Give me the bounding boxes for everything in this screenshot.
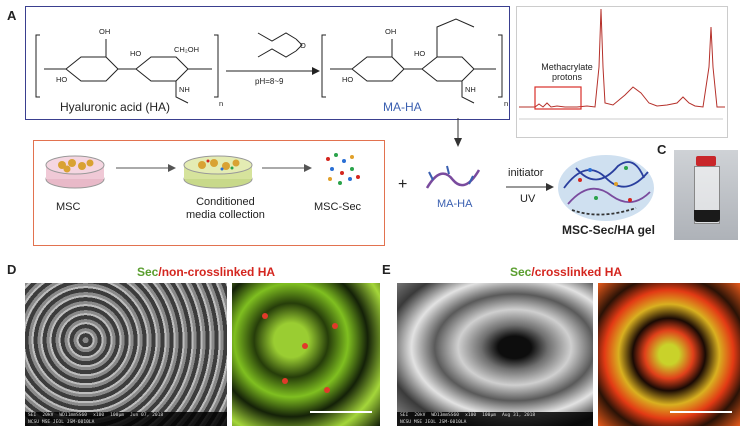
nmr-spectrum-panel: Methacrylate protons	[516, 6, 728, 138]
conditioned-line1: Conditioned	[196, 196, 255, 208]
nmr-annotation-line2: protons	[551, 72, 583, 82]
sem-e-date: Aug 31, 2018	[501, 413, 536, 418]
ring-label-nh: NH	[179, 85, 190, 94]
sem-image-noncrosslinked: SEI 20kV WD11mmSS60 x100 100µm Jun 07, 2018 N…	[25, 283, 227, 426]
fluorescence-image-crosslinked	[598, 283, 740, 426]
panel-label-d: D	[7, 262, 17, 277]
initiator-arrow	[506, 183, 554, 191]
sem-d-kv: 20kV	[42, 413, 54, 418]
nmr-annotation-line1: Methacrylate	[541, 62, 593, 72]
maha-subscript-n: n	[504, 99, 509, 108]
panel-label-e: E	[382, 262, 391, 277]
ma-ha-chain-label: MA-HA	[437, 198, 473, 210]
scale-bar-e	[670, 411, 732, 413]
ha-label: Hyaluronic acid (HA)	[60, 100, 171, 114]
uv-label: UV	[520, 193, 536, 205]
ring-label-ho-2: HO	[130, 49, 142, 58]
sem-d-wd: WD11mmSS60	[59, 413, 88, 418]
ha-structure-drawing	[35, 18, 503, 104]
sem-e-mode: SEI	[400, 413, 409, 418]
panel-d-title-green: Sec	[137, 265, 159, 279]
sem-e-instrument: NCSU MSE JEOL JSM-6010LA	[400, 420, 467, 425]
petri-dish-msc	[45, 155, 105, 189]
panel-e-title: Sec/crosslinked HA	[510, 265, 622, 279]
nmr-annotation: Methacrylate protons	[537, 62, 597, 82]
fluorescence-image-noncrosslinked	[232, 283, 380, 426]
msc-workflow-box: MSC Conditioned media collection MSC-Sec	[33, 140, 385, 246]
sem-e-mag: x100	[465, 413, 477, 418]
panel-e-title-red: /crosslinked HA	[531, 265, 623, 279]
panel-d-title-red: /non-crosslinked HA	[158, 265, 276, 279]
ring-label-ho-3: HO	[342, 75, 354, 84]
gel-vial-photo	[674, 150, 738, 240]
msc-sec-label: MSC-Sec	[314, 201, 362, 213]
ring-label-oh-top-2: OH	[385, 27, 397, 36]
petri-dish-conditioned	[183, 155, 253, 189]
msc-label: MSC	[56, 201, 81, 213]
sem-d-mode: SEI	[28, 413, 37, 418]
panel-e-title-green: Sec	[510, 265, 532, 279]
maha-label: MA-HA	[383, 100, 422, 114]
sem-e-kv: 20kV	[414, 413, 426, 418]
ring-label-oh-top: OH	[99, 27, 111, 36]
scale-bar-d	[310, 411, 372, 413]
nmr-spectrum	[519, 8, 725, 120]
plus-sign: +	[398, 176, 408, 193]
ring-label-ho-4: HO	[414, 49, 426, 58]
gel-network	[558, 155, 654, 221]
ph-condition: pH=8~9	[255, 77, 284, 86]
reaction-scheme-box: OH HO HO CH₂OH NH OH HO HO NH O n n pH=8…	[25, 6, 510, 120]
sem-e-scale: 100µm	[482, 413, 496, 418]
workflow-arrow-1	[116, 164, 176, 172]
sem-e-wd: WD13mmSS60	[431, 413, 460, 418]
ring-label-ch2oh: CH₂OH	[174, 45, 199, 54]
initiator-label: initiator	[508, 167, 544, 179]
sem-footer-d: SEI 20kV WD11mmSS60 x100 100µm Jun 07, 2018 N…	[25, 412, 227, 426]
ha-subscript-n: n	[219, 99, 224, 108]
sem-footer-e: SEI 20kV WD13mmSS60 x100 100µm Aug 31, 2018 N…	[397, 412, 593, 426]
conditioned-line2: media collection	[186, 209, 265, 221]
workflow-arrow-2	[262, 164, 312, 172]
sem-d-instrument: NCSU MSE JEOL JSM-6010LA	[28, 420, 95, 425]
ring-label-nh-2: NH	[465, 85, 476, 94]
panel-label-a: A	[7, 8, 17, 23]
sem-d-date: Jun 07, 2018	[129, 413, 164, 418]
scheme-down-arrow	[454, 118, 462, 147]
sem-d-scale: 100µm	[110, 413, 124, 418]
conditioned-media-label: Conditioned media collection	[186, 196, 265, 222]
sem-image-crosslinked: SEI 20kV WD13mmSS60 x100 100µm Aug 31, 2018 N…	[397, 283, 593, 426]
panel-label-c: C	[657, 142, 667, 157]
gel-label: MSC-Sec/HA gel	[562, 223, 655, 237]
ring-label-ho: HO	[56, 75, 68, 84]
msc-sec-particles	[326, 153, 360, 185]
ma-ha-chain	[425, 165, 481, 189]
panel-d-title: Sec/non-crosslinked HA	[137, 265, 275, 279]
sem-d-mag: x100	[93, 413, 105, 418]
anhydride-oxygen: O	[300, 41, 306, 50]
